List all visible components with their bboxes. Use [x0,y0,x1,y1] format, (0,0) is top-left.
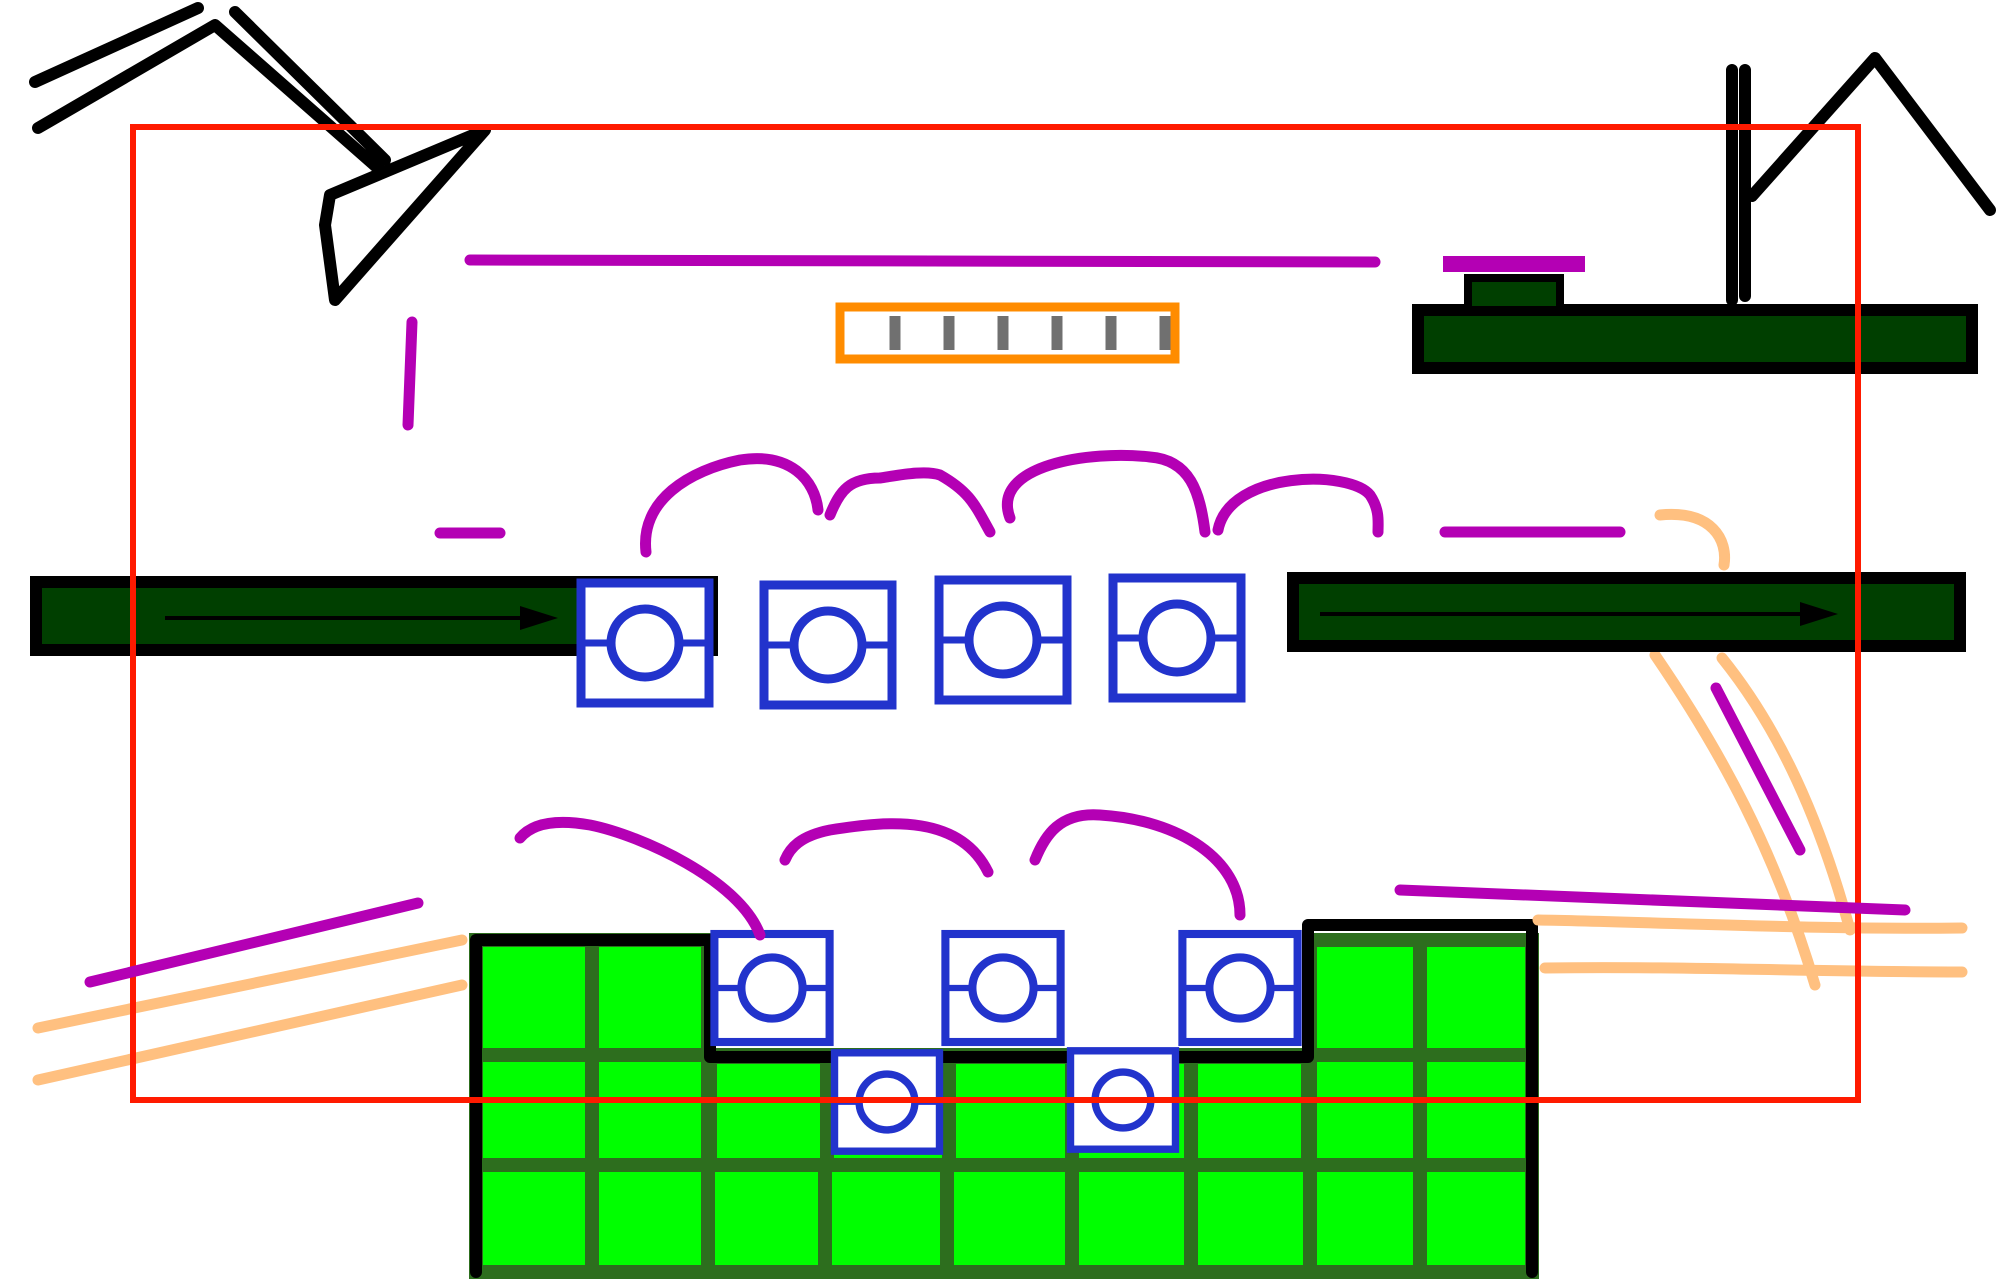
arrow-picker-down [402,316,418,431]
arrow-return [1394,884,1911,916]
arrow-output-down [1710,682,1806,856]
tray-pocket [701,1158,832,1279]
place-arm [1726,52,1996,306]
tray-pocket [1303,1048,1427,1172]
tray-pocket [1303,933,1427,1062]
tray-pocket [469,933,599,1062]
belt-carriers [581,578,1241,705]
rail-right-lower [1539,962,1968,978]
arrow-hop-4 [1212,473,1384,538]
tray-pocket [1413,1048,1539,1172]
work-cell-frame [130,124,1861,1103]
square-with-circle-icon [945,934,1060,1042]
tray-pocket [1065,1158,1198,1279]
tray-pocket [703,1050,834,1172]
storage-tray [469,919,1539,1279]
tray-pocket [940,1158,1079,1279]
square-with-circle-icon [1113,578,1241,698]
arrow-hop-1 [640,453,824,558]
tray-pocket [469,1048,599,1172]
tray-pocket [1413,1158,1539,1279]
tray-pocket [1413,933,1539,1062]
tray-pocket [585,933,715,1062]
tray-pocket [818,1158,954,1279]
square-with-circle-icon [939,580,1067,700]
arrow-hop-2 [824,467,996,538]
tray-pocket [585,1048,715,1172]
process-arrows [84,254,1911,988]
robot-arm-icon [29,2,391,176]
rail-diagonal-right [1716,652,1856,936]
output-conveyor [1287,572,1966,652]
rail-left-lower [32,979,468,1086]
arrow-tray-hop-3 [1029,809,1246,921]
rail-left-upper [32,934,468,1034]
film-strip-icon [835,302,1180,364]
tray-pocket [1184,1050,1315,1172]
tray-outline [470,919,1538,1278]
rail-diagonal-left [1649,649,1821,991]
tray-pocket [585,1158,715,1279]
pick-arm [29,2,491,306]
square-with-circle-icon [581,583,709,703]
gripper-icon [319,124,491,306]
arrow-exit-left [84,897,424,988]
tray-pocket [469,1158,599,1279]
square-with-circle-icon [714,934,829,1042]
rail-right-upper [1532,914,1968,934]
arrow-hop-3 [1002,449,1211,538]
tray-cells [469,933,1539,1279]
square-with-circle-icon [764,585,892,705]
top-conveyor [1412,256,1978,374]
tray-pocket [942,1050,1079,1172]
tray-pocket [1303,1158,1427,1279]
guide-rails [32,508,1968,1086]
arrow-tray-hop-1 [514,816,766,941]
arrow-tray-hop-2 [779,818,994,878]
arrow-strip-to-picker [464,254,1381,268]
rail-hook [1654,508,1731,571]
robot-arm-icon [1726,52,1996,306]
square-with-circle-icon [1182,934,1297,1042]
tray-pocket [1184,1158,1317,1279]
